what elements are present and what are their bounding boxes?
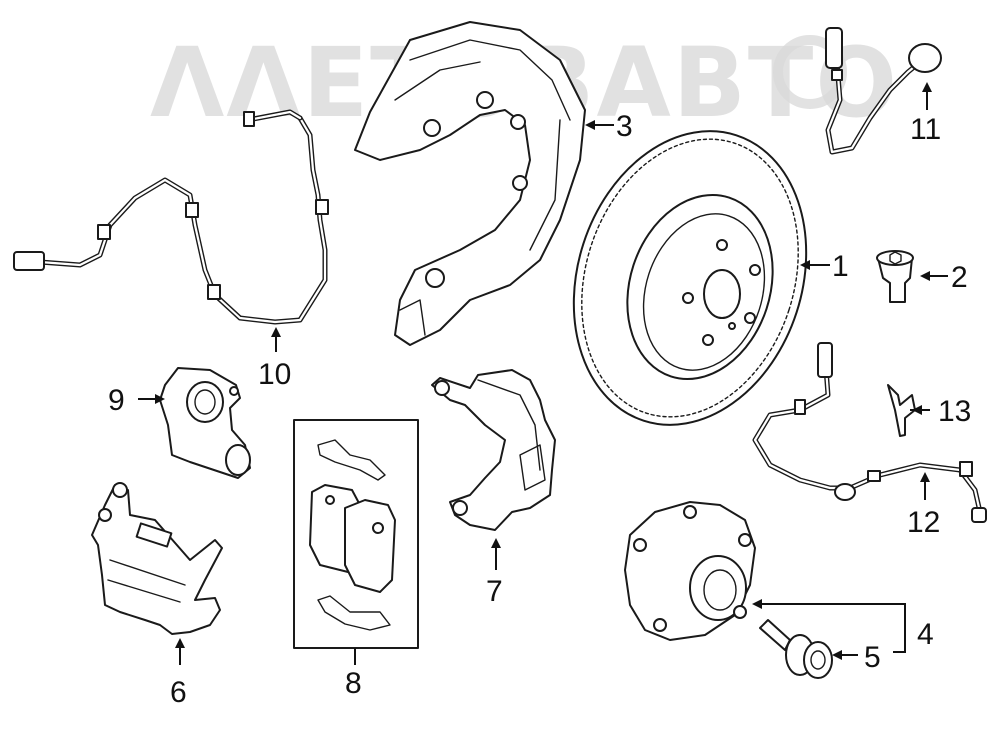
caliper-carrier [431,369,556,531]
wheel-stud [759,619,833,679]
callout-5: 5 [864,641,881,674]
spring-clip [887,384,916,437]
callout-7: 7 [486,575,503,608]
callout-9: 9 [108,384,125,417]
callout-labels: 1 2 3 4 5 6 7 8 9 10 11 12 13 [108,110,971,709]
brake-rotor [572,130,808,426]
callout-3: 3 [616,110,633,143]
callout-4: 4 [917,618,934,651]
dust-shield [354,21,586,346]
wear-sensor-front [752,342,987,523]
callout-8: 8 [345,667,362,700]
callout-12: 12 [907,506,940,539]
callout-11: 11 [910,113,941,146]
caliper-motor [159,367,251,479]
brake-caliper [91,482,223,635]
callout-1: 1 [832,250,849,283]
leader-lines [138,82,948,665]
callout-6: 6 [170,676,187,709]
pad-kit [293,419,419,649]
abs-sensor-front [13,109,329,325]
wheel-hub [624,501,756,641]
rotor-bolt [876,250,914,303]
callout-13: 13 [938,395,971,428]
wear-sensor-rear [825,27,942,155]
callout-10: 10 [258,358,291,391]
callout-2: 2 [951,261,968,294]
